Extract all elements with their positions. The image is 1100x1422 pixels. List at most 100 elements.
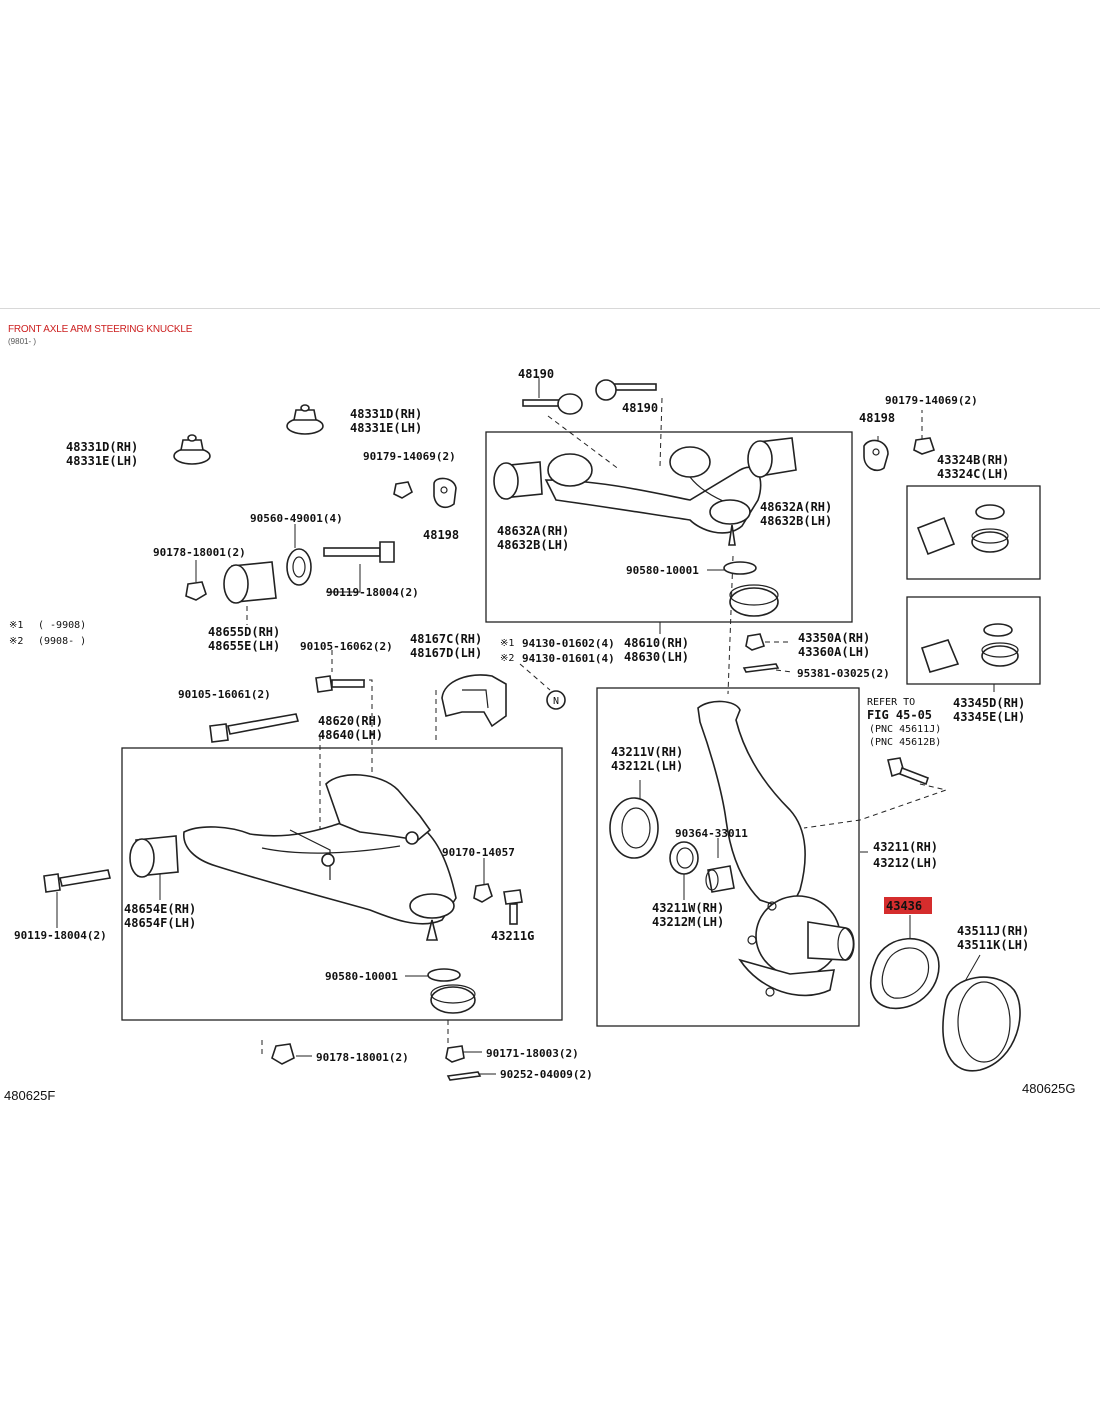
label-48198-mid[interactable]: 48198 bbox=[423, 528, 459, 542]
lower-arm-group-box bbox=[121, 747, 563, 1021]
note-2-mark: ※2 bbox=[9, 636, 23, 647]
label-43350a[interactable]: 43350A(RH) bbox=[798, 631, 870, 645]
label-90252[interactable]: 90252-04009(2) bbox=[500, 1068, 593, 1081]
label-48190-b[interactable]: 48190 bbox=[622, 401, 658, 415]
upper-arm-bushing-left bbox=[493, 461, 543, 500]
label-43211v[interactable]: 43211V(RH) bbox=[611, 745, 683, 759]
label-94130-1[interactable]: 94130-01602(4) bbox=[522, 637, 615, 650]
nut-90170 bbox=[473, 883, 493, 903]
label-48198-right[interactable]: 48198 bbox=[859, 411, 895, 425]
leader-94130 bbox=[519, 663, 551, 691]
cam-plate-48198-mid bbox=[433, 477, 457, 509]
label-43345e[interactable]: 43345E(LH) bbox=[953, 710, 1025, 724]
page-subtitle: (9801- ) bbox=[8, 337, 37, 346]
label-48190-a[interactable]: 48190 bbox=[518, 367, 554, 381]
bushing-48654 bbox=[129, 835, 179, 878]
boot-kit-lower-box bbox=[906, 596, 1041, 685]
boot-kit-43345-parts bbox=[920, 623, 1019, 673]
label-43345d[interactable]: 43345D(RH) bbox=[953, 696, 1025, 710]
label-43436[interactable]: 43436 bbox=[886, 899, 922, 913]
bearing-90364 bbox=[705, 865, 735, 893]
label-90178-top[interactable]: 90178-18001(2) bbox=[153, 546, 246, 559]
label-90580-bottom[interactable]: 90580-10001 bbox=[325, 970, 398, 983]
label-90179-mid[interactable]: 90179-14069(2) bbox=[363, 450, 456, 463]
note-2-mark-94130: ※2 bbox=[500, 653, 514, 664]
label-48640[interactable]: 48640(LH) bbox=[318, 728, 383, 742]
refer-line-4: (PNC 45612B) bbox=[869, 737, 941, 748]
label-90119-top[interactable]: 90119-18004(2) bbox=[326, 586, 419, 599]
cotter-pin-95381 bbox=[742, 663, 780, 673]
boot-90580-top bbox=[723, 561, 757, 575]
bolt-90105-16061 bbox=[209, 713, 300, 743]
boot-kit-upper-box bbox=[906, 485, 1041, 580]
leader-90119-top bbox=[326, 564, 361, 593]
label-43324b[interactable]: 43324B(RH) bbox=[937, 453, 1009, 467]
parts-diagram: N bbox=[4, 367, 1076, 1103]
washer-90560 bbox=[286, 548, 312, 586]
label-48632a-right[interactable]: 48632A(RH) bbox=[760, 500, 832, 514]
label-90179-right[interactable]: 90179-14069(2) bbox=[885, 394, 978, 407]
bolt-90119-bottom bbox=[43, 869, 111, 893]
label-95381[interactable]: 95381-03025(2) bbox=[797, 667, 890, 680]
note-1-mark-94130: ※1 bbox=[500, 638, 514, 649]
label-48167c[interactable]: 48167C(RH) bbox=[410, 632, 482, 646]
dust-cover-upper bbox=[729, 584, 779, 617]
upper-arm-bushing-right bbox=[747, 437, 797, 478]
label-48331e-top[interactable]: 48331E(LH) bbox=[350, 421, 422, 435]
label-48630[interactable]: 48630(LH) bbox=[624, 650, 689, 664]
note-1-mark: ※1 bbox=[9, 620, 23, 631]
label-48654e[interactable]: 48654E(RH) bbox=[124, 902, 196, 916]
label-48655e[interactable]: 48655E(LH) bbox=[208, 639, 280, 653]
label-43360a[interactable]: 43360A(LH) bbox=[798, 645, 870, 659]
label-94130-2[interactable]: 94130-01601(4) bbox=[522, 652, 615, 665]
steering-knuckle bbox=[697, 700, 855, 997]
label-90580-top[interactable]: 90580-10001 bbox=[626, 564, 699, 577]
bushing-48655 bbox=[223, 561, 277, 604]
label-43511k[interactable]: 43511K(LH) bbox=[957, 938, 1029, 952]
label-90178-bottom[interactable]: 90178-18001(2) bbox=[316, 1051, 409, 1064]
lower-control-arm bbox=[183, 774, 457, 941]
label-43511j[interactable]: 43511J(RH) bbox=[957, 924, 1029, 938]
label-43212[interactable]: 43212(LH) bbox=[873, 856, 938, 870]
cam-bolt-48190-b bbox=[595, 379, 657, 401]
label-90119-bottom[interactable]: 90119-18004(2) bbox=[14, 929, 107, 942]
label-43212l[interactable]: 43212L(LH) bbox=[611, 759, 683, 773]
nut-90179-right bbox=[913, 437, 936, 455]
label-48331e-left[interactable]: 48331E(LH) bbox=[66, 454, 138, 468]
label-90171[interactable]: 90171-18003(2) bbox=[486, 1047, 579, 1060]
label-48632b-left[interactable]: 48632B(LH) bbox=[497, 538, 569, 552]
knuckle-group-box bbox=[596, 687, 860, 1027]
label-43211g[interactable]: 43211G bbox=[491, 929, 534, 943]
label-48331d-left[interactable]: 48331D(RH) bbox=[66, 440, 138, 454]
label-90105-62[interactable]: 90105-16062(2) bbox=[300, 640, 393, 653]
oil-seal-43211v bbox=[609, 797, 659, 859]
label-48620[interactable]: 48620(RH) bbox=[318, 714, 383, 728]
label-48610[interactable]: 48610(RH) bbox=[624, 636, 689, 650]
label-90364[interactable]: 90364-33011 bbox=[675, 827, 748, 840]
label-90105-61[interactable]: 90105-16061(2) bbox=[178, 688, 271, 701]
gasket-43436 bbox=[869, 937, 940, 1010]
boot-90580-bottom bbox=[427, 968, 461, 982]
label-48632b-right[interactable]: 48632B(LH) bbox=[760, 514, 832, 528]
label-48655d[interactable]: 48655D(RH) bbox=[208, 625, 280, 639]
label-43212m[interactable]: 43212M(LH) bbox=[652, 915, 724, 929]
note-circle-n-label: N bbox=[553, 696, 559, 707]
dust-cover-lower bbox=[430, 984, 476, 1014]
label-48632a-left[interactable]: 48632A(RH) bbox=[497, 524, 569, 538]
label-48654f[interactable]: 48654F(LH) bbox=[124, 916, 196, 930]
label-48167d[interactable]: 48167D(LH) bbox=[410, 646, 482, 660]
label-43211w[interactable]: 43211W(RH) bbox=[652, 901, 724, 915]
seal-43211w bbox=[669, 841, 699, 875]
cam-plate-48198-right bbox=[863, 439, 889, 472]
label-90170[interactable]: 90170-14057 bbox=[442, 846, 515, 859]
label-48331d-top[interactable]: 48331D(RH) bbox=[350, 407, 422, 421]
nut-90179-mid bbox=[393, 481, 413, 499]
label-90560[interactable]: 90560-49001(4) bbox=[250, 512, 343, 525]
stopper-48331-left bbox=[173, 434, 211, 465]
bolt-refer-fig bbox=[887, 757, 930, 786]
label-43324c[interactable]: 43324C(LH) bbox=[937, 467, 1009, 481]
bolt-90119-top bbox=[323, 541, 395, 563]
label-43211[interactable]: 43211(RH) bbox=[873, 840, 938, 854]
note-1-range: ( -9908) bbox=[38, 620, 86, 631]
upper-control-arm bbox=[544, 446, 762, 546]
